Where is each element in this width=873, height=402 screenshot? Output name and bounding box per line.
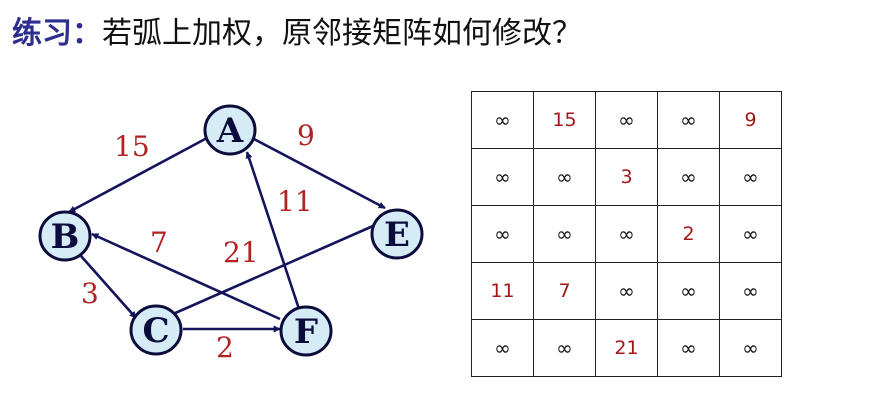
node-f-label: F bbox=[294, 312, 318, 352]
edge-f-a bbox=[245, 151, 301, 310]
node-a: A bbox=[203, 104, 257, 156]
matrix-cell: ∞ bbox=[471, 91, 534, 149]
weight-c-f: 2 bbox=[216, 331, 234, 364]
matrix-cell: ∞ bbox=[657, 91, 720, 149]
node-e-label: E bbox=[384, 215, 410, 255]
matrix-cell: 21 bbox=[595, 319, 658, 377]
matrix-cell: ∞ bbox=[719, 319, 782, 377]
edge-a-e bbox=[253, 137, 386, 210]
node-a-label: A bbox=[216, 111, 244, 151]
node-b: B bbox=[38, 210, 92, 262]
matrix-row-1: ∞ 15 ∞ ∞ 9 bbox=[471, 91, 782, 149]
matrix-row-3: ∞ ∞ ∞ 2 ∞ bbox=[471, 205, 782, 263]
matrix-cell: ∞ bbox=[533, 205, 596, 263]
node-c-label: C bbox=[142, 311, 169, 351]
node-f: F bbox=[279, 305, 333, 357]
matrix-cell: ∞ bbox=[657, 319, 720, 377]
matrix-cell: ∞ bbox=[595, 91, 658, 149]
adjacency-matrix: ∞ 15 ∞ ∞ 9 ∞ ∞ 3 ∞ ∞ ∞ ∞ ∞ 2 ∞ 11 7 ∞ ∞ … bbox=[471, 91, 782, 377]
edge-a-b bbox=[68, 136, 208, 214]
edge-f-b bbox=[91, 232, 281, 321]
weight-e-c: 21 bbox=[223, 236, 259, 269]
matrix-cell: 7 bbox=[533, 262, 596, 320]
matrix-cell: ∞ bbox=[657, 262, 720, 320]
matrix-cell: ∞ bbox=[471, 205, 534, 263]
matrix-cell: ∞ bbox=[595, 262, 658, 320]
matrix-cell: ∞ bbox=[657, 148, 720, 206]
matrix-cell: ∞ bbox=[471, 148, 534, 206]
matrix-cell: 9 bbox=[719, 91, 782, 149]
node-c: C bbox=[129, 304, 183, 356]
weight-f-b: 7 bbox=[150, 226, 168, 259]
matrix-cell: 15 bbox=[533, 91, 596, 149]
weight-b-c: 3 bbox=[81, 277, 99, 310]
matrix-cell: ∞ bbox=[719, 262, 782, 320]
matrix-cell: ∞ bbox=[471, 319, 534, 377]
weight-a-e: 9 bbox=[297, 119, 315, 152]
matrix-cell: 11 bbox=[471, 262, 534, 320]
matrix-cell: 3 bbox=[595, 148, 658, 206]
matrix-row-5: ∞ ∞ 21 ∞ ∞ bbox=[471, 319, 782, 377]
exercise-label: 练习： bbox=[12, 16, 102, 51]
matrix-cell: ∞ bbox=[533, 319, 596, 377]
matrix-row-2: ∞ ∞ 3 ∞ ∞ bbox=[471, 148, 782, 206]
matrix-cell: 2 bbox=[657, 205, 720, 263]
matrix-cell: ∞ bbox=[719, 148, 782, 206]
node-e: E bbox=[370, 208, 424, 260]
matrix-row-4: 11 7 ∞ ∞ ∞ bbox=[471, 262, 782, 320]
edge-b-c bbox=[80, 255, 137, 319]
slide-title: 练习：若弧上加权，原邻接矩阵如何修改？ bbox=[12, 14, 582, 54]
matrix-cell: ∞ bbox=[719, 205, 782, 263]
node-b-label: B bbox=[51, 217, 80, 257]
weight-a-b: 15 bbox=[114, 130, 150, 163]
weight-f-a: 11 bbox=[277, 185, 313, 218]
matrix-cell: ∞ bbox=[533, 148, 596, 206]
exercise-question: 若弧上加权，原邻接矩阵如何修改？ bbox=[102, 16, 582, 51]
edge-e-c bbox=[163, 224, 374, 320]
matrix-cell: ∞ bbox=[595, 205, 658, 263]
